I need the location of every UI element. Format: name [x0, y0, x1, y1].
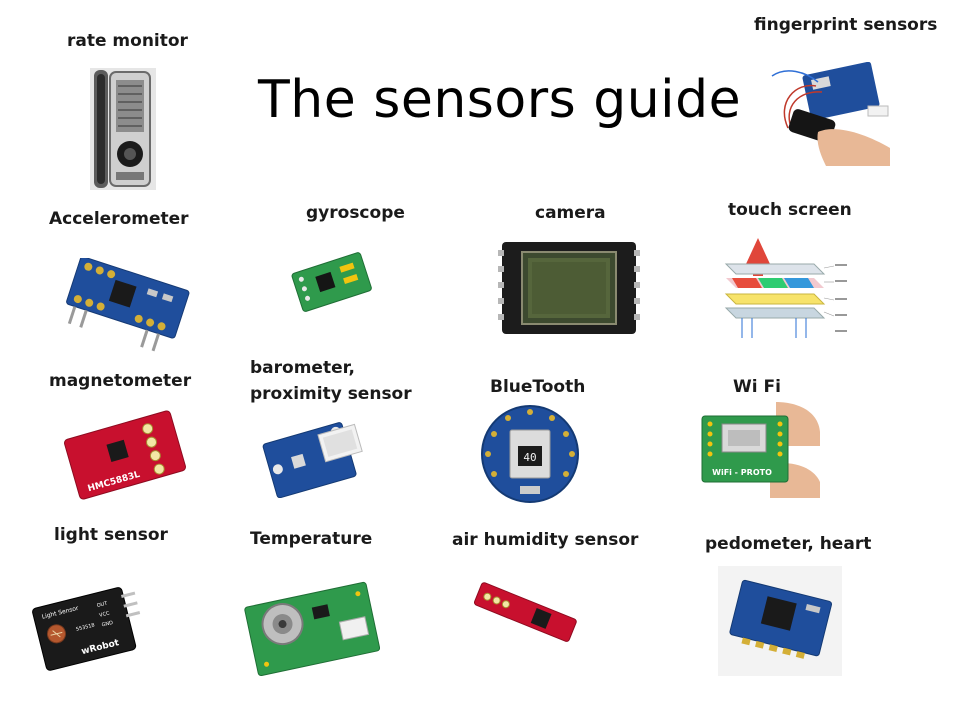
label-barometer: barometer, proximity sensor: [250, 355, 425, 407]
accelerometer-image: [60, 258, 190, 354]
light-pin-gnd: GND: [101, 620, 114, 629]
rate-monitor-image: [90, 68, 156, 190]
label-air-humidity-sensor: air humidity sensor: [452, 530, 639, 550]
light-sensor-image: Light Sensor 553518 wRobot OUT VCC GND: [32, 582, 144, 674]
label-light-sensor: light sensor: [54, 525, 168, 545]
touch-screen-diagram: [718, 234, 850, 344]
camera-sensor-image: [498, 236, 640, 340]
label-temperature: Temperature: [250, 529, 373, 549]
fingerprint-sensor-image: [766, 62, 892, 166]
label-fingerprint-sensors: fingerprint sensors: [754, 15, 938, 35]
wifi-board-label: WiFi - PROTO: [712, 468, 772, 477]
temperature-sensor-image: [244, 574, 380, 682]
gyroscope-image: [290, 248, 374, 318]
label-barometer-line2: proximity sensor: [250, 384, 412, 404]
label-magnetometer: magnetometer: [49, 371, 192, 391]
wifi-module-image: WiFi - PROTO: [696, 402, 824, 502]
barometer-proximity-image: [262, 416, 372, 498]
label-rate-monitor: rate monitor: [67, 31, 188, 51]
label-camera: camera: [535, 203, 606, 223]
air-humidity-sensor-image: [470, 578, 580, 648]
bluetooth-chip-label: 40: [523, 451, 536, 464]
light-pin-out: OUT: [96, 600, 109, 609]
label-wifi: Wi Fi: [733, 377, 781, 397]
label-accelerometer: Accelerometer: [49, 209, 189, 229]
label-pedometer-heart: pedometer, heart: [705, 534, 872, 554]
magnetometer-image: HMC5883L: [62, 410, 188, 500]
label-bluetooth: BlueTooth: [490, 377, 586, 397]
label-gyroscope: gyroscope: [306, 203, 405, 223]
light-pin-vcc: VCC: [99, 610, 111, 618]
bluetooth-image: 40: [480, 404, 580, 504]
page-title: The sensors guide: [258, 70, 742, 130]
label-touch-screen: touch screen: [728, 200, 852, 220]
light-board-code: 553518: [75, 622, 95, 632]
pedometer-heart-image: [718, 566, 842, 676]
label-barometer-line1: barometer,: [250, 358, 355, 378]
